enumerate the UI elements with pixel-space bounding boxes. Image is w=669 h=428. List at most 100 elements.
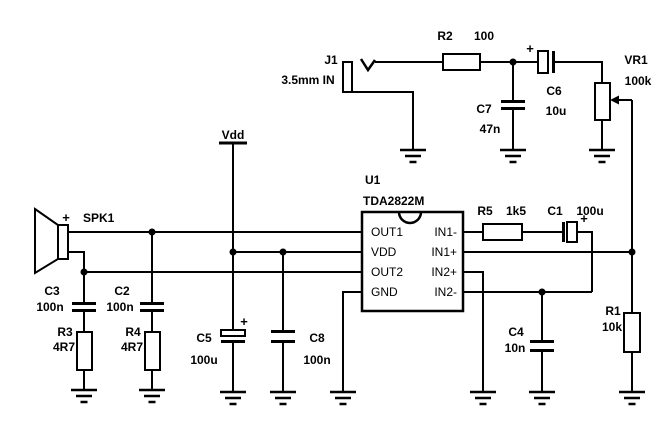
label-C3-value: 100n bbox=[36, 300, 63, 314]
ground-icon bbox=[498, 148, 528, 164]
label-C4-ref: C4 bbox=[508, 325, 524, 339]
wires bbox=[68, 61, 633, 392]
label-R4-ref: R4 bbox=[125, 325, 141, 339]
ground-icon bbox=[468, 390, 498, 406]
pin-label-in1plus: IN1+ bbox=[431, 245, 457, 259]
capacitor-positive-plate bbox=[566, 221, 578, 243]
capacitor-C8: C8 100n bbox=[271, 330, 331, 367]
capacitor-positive-plate bbox=[220, 329, 246, 337]
label-VR1-ref: VR1 bbox=[624, 53, 648, 67]
wire-jack-sleeve-gnd bbox=[352, 91, 414, 150]
wire-c1-to-in2minus bbox=[577, 231, 593, 292]
label-R2-ref: R2 bbox=[437, 29, 453, 43]
ground-icon bbox=[69, 388, 99, 404]
label-R4-value: 4R7 bbox=[121, 340, 143, 354]
capacitor-C7: C7 47n bbox=[476, 100, 525, 136]
plus-sign: + bbox=[580, 211, 588, 226]
plus-sign: + bbox=[240, 314, 248, 329]
junction-dot bbox=[538, 288, 546, 296]
junction-dot bbox=[148, 228, 156, 236]
label-R5-value: 1k5 bbox=[506, 204, 526, 218]
label-C2-ref: C2 bbox=[114, 284, 130, 298]
wire-speaker-neg-jog bbox=[68, 251, 85, 272]
label-C6-ref: C6 bbox=[546, 84, 562, 98]
label-C1-value: 100u bbox=[576, 204, 603, 218]
wiper-arrow bbox=[610, 95, 619, 105]
junction-dot bbox=[229, 248, 237, 256]
capacitor-plates bbox=[530, 340, 554, 352]
junction-dot bbox=[80, 268, 88, 276]
label-R5-ref: R5 bbox=[477, 204, 493, 218]
junction-dot bbox=[628, 248, 636, 256]
pin-label-out2: OUT2 bbox=[371, 265, 403, 279]
capacitor-C4: C4 10n bbox=[505, 325, 554, 355]
junction-dot bbox=[279, 248, 287, 256]
capacitor-C1: + C1 100u bbox=[547, 204, 604, 243]
potentiometer-body bbox=[594, 82, 611, 121]
plus-sign: + bbox=[526, 41, 534, 56]
ic-notch-icon bbox=[397, 211, 423, 225]
speaker-SPK1: + SPK1 bbox=[34, 207, 115, 275]
ic-body bbox=[360, 210, 465, 313]
capacitor-plates bbox=[72, 302, 96, 312]
pin-label-in2plus: IN2+ bbox=[431, 265, 457, 279]
label-C7-value: 47n bbox=[480, 122, 501, 136]
pin-label-in1minus: IN1- bbox=[434, 225, 457, 239]
speaker-driver bbox=[57, 224, 69, 260]
pin-label-out1: OUT1 bbox=[371, 225, 403, 239]
resistor-body bbox=[442, 53, 481, 71]
capacitor-C5: + C5 100u bbox=[190, 314, 248, 367]
label-J1-value: 3.5mm IN bbox=[281, 73, 334, 87]
resistor-R2: R2 100 bbox=[437, 29, 494, 71]
ground-icon bbox=[268, 390, 298, 406]
label-C6-value: 10u bbox=[546, 104, 567, 118]
label-R1-ref: R1 bbox=[605, 304, 621, 318]
pin-label-vdd: VDD bbox=[371, 245, 397, 259]
label-R3-value: 4R7 bbox=[53, 340, 75, 354]
capacitor-C2: C2 100n bbox=[106, 284, 164, 314]
label-C7-ref: C7 bbox=[476, 102, 492, 116]
resistor-body bbox=[623, 312, 641, 353]
label-C3-ref: C3 bbox=[44, 284, 60, 298]
resistor-R4: R4 4R7 bbox=[121, 325, 161, 371]
ic-U1: U1 TDA2822M OUT1 VDD OUT2 GND IN1- IN1+ … bbox=[360, 173, 465, 313]
potentiometer-VR1: VR1 100k bbox=[594, 53, 652, 121]
junction-dots bbox=[80, 58, 636, 296]
label-C4-value: 10n bbox=[505, 341, 526, 355]
plus-sign: + bbox=[62, 210, 70, 225]
wire-ic-gnd-pin bbox=[342, 291, 362, 392]
label-C8-value: 100n bbox=[303, 353, 330, 367]
capacitor-plates bbox=[271, 330, 295, 343]
label-C2-value: 100n bbox=[106, 300, 133, 314]
resistor-body bbox=[76, 331, 93, 371]
wire-c6-to-vr1 bbox=[555, 61, 603, 83]
ground-icon bbox=[398, 148, 428, 164]
label-C1-ref: C1 bbox=[547, 204, 563, 218]
label-R3-ref: R3 bbox=[57, 325, 73, 339]
label-SPK1-ref: SPK1 bbox=[83, 211, 115, 225]
label-U1-part: TDA2822M bbox=[363, 194, 424, 208]
pin-label-gnd: GND bbox=[371, 285, 398, 299]
input-jack-J1: J1 3.5mm IN bbox=[281, 53, 377, 93]
label-vdd: Vdd bbox=[222, 128, 245, 142]
speaker-cone-icon bbox=[34, 207, 59, 275]
ground-icon bbox=[218, 390, 248, 406]
label-R2-value: 100 bbox=[474, 29, 494, 43]
ground-icon bbox=[617, 390, 647, 406]
label-R1-value: 10k bbox=[602, 320, 622, 334]
ground-icon bbox=[527, 390, 557, 406]
resistor-body bbox=[482, 223, 523, 241]
junction-dot bbox=[509, 58, 517, 66]
label-J1-ref: J1 bbox=[324, 53, 338, 67]
pin-label-in2minus: IN2- bbox=[434, 285, 457, 299]
jack-tip-contact bbox=[359, 58, 377, 73]
label-VR1-value: 100k bbox=[625, 74, 652, 88]
ground-icon bbox=[587, 148, 617, 164]
resistor-R3: R3 4R7 bbox=[53, 325, 93, 371]
wire-in2plus-gnd bbox=[463, 271, 484, 392]
wire-vr1-wiper bbox=[618, 99, 633, 252]
jack-body bbox=[342, 61, 353, 93]
ground-icon bbox=[137, 388, 167, 404]
resistor-body bbox=[144, 331, 161, 371]
